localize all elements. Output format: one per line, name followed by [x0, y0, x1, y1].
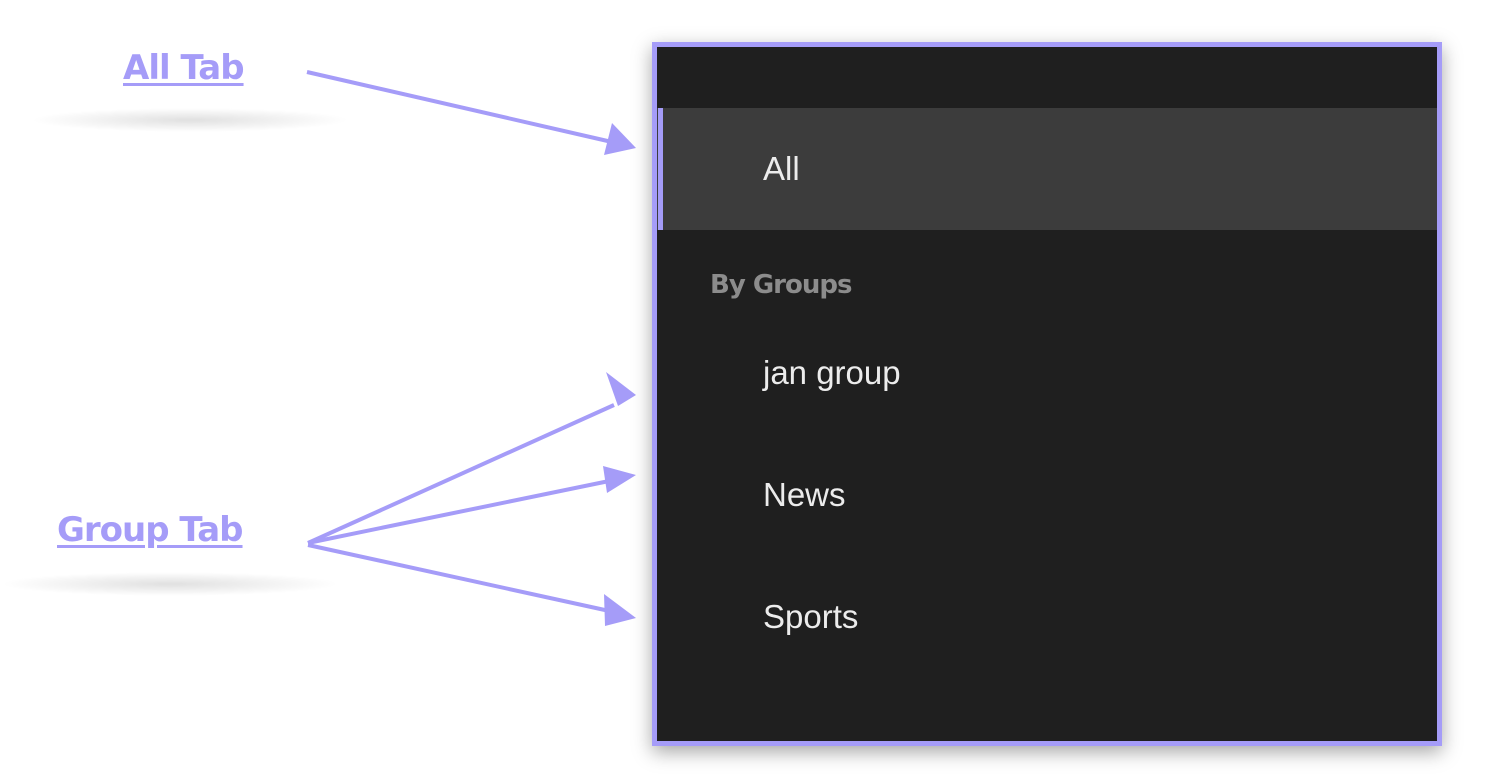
sidebar-header	[657, 47, 1437, 108]
arrow-all-tab	[306, 70, 613, 144]
all-tab-callout: All Tab	[123, 48, 245, 88]
tab-group-jan-group[interactable]: jan group	[657, 312, 1437, 434]
group-tab-callout: Group Tab	[57, 510, 244, 550]
label-shadow	[30, 108, 350, 132]
tab-group-label: Sports	[763, 598, 859, 635]
tab-group-label: News	[763, 476, 846, 513]
arrowhead-icon	[604, 594, 636, 626]
arrow-group-jan	[307, 403, 615, 545]
arrow-group-news	[307, 478, 615, 545]
tab-group-label: jan group	[763, 354, 901, 391]
groups-sidebar: All By Groups jan group News Sports	[652, 42, 1442, 746]
tab-group-sports[interactable]: Sports	[657, 556, 1437, 678]
tab-all-label: All	[763, 150, 800, 187]
arrowhead-icon	[604, 123, 636, 155]
arrowhead-icon	[606, 372, 636, 406]
label-shadow	[0, 572, 340, 596]
arrow-group-sports	[307, 543, 615, 614]
tab-all[interactable]: All	[657, 108, 1437, 230]
section-by-groups: By Groups	[710, 270, 852, 300]
arrowhead-icon	[603, 466, 636, 493]
tab-group-news[interactable]: News	[657, 434, 1437, 556]
